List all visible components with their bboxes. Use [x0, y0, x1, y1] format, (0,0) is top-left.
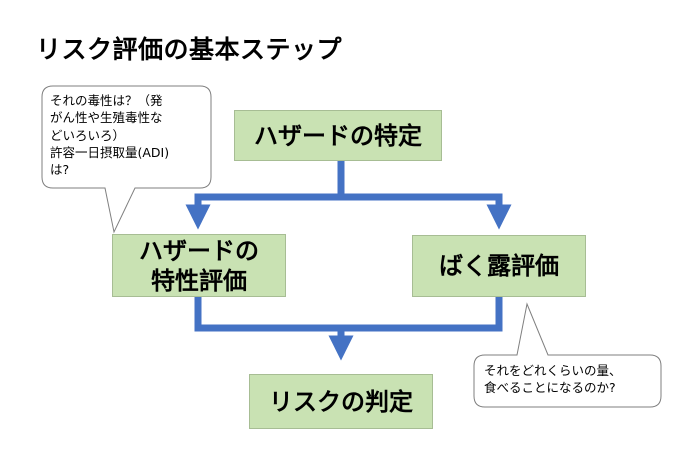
hazard-callout-line: それの毒性は？（発	[50, 93, 163, 108]
hazard-characterization-box: ハザードの 特性評価	[112, 234, 286, 297]
merge-connector	[194, 296, 503, 346]
hazard-callout-line: どいろいろ）	[50, 127, 126, 143]
hazard-characterization-line: 特性評価	[151, 266, 247, 295]
hazard-characterization-line: ハザードの	[139, 236, 259, 265]
hazard-callout-bubble	[41, 85, 212, 234]
exposure-callout-line: 食べることになるのか?	[484, 380, 616, 396]
hazard-callout-text: それの毒性は？（発 がん性や生殖毒性な どいろいろ） 許容一日摂取量(ADI) …	[50, 92, 169, 178]
split-connector	[194, 160, 503, 214]
risk-characterization-box: リスクの判定	[249, 374, 433, 429]
hazard-identification-box: ハザードの特定	[234, 110, 442, 161]
hazard-callout-line: は?	[50, 162, 70, 177]
hazard-callout-line: がん性や生殖毒性な	[50, 110, 163, 126]
diagram-title: リスク評価の基本ステップ	[36, 35, 343, 64]
exposure-callout-bubble	[473, 302, 662, 408]
exposure-assessment-box: ばく露評価	[412, 235, 586, 297]
exposure-callout-text: それをどれくらいの量、 食べることになるのか?	[484, 362, 622, 397]
hazard-callout-line: 許容一日摂取量(ADI)	[50, 144, 170, 160]
exposure-callout-line: それをどれくらいの量、	[484, 363, 622, 378]
